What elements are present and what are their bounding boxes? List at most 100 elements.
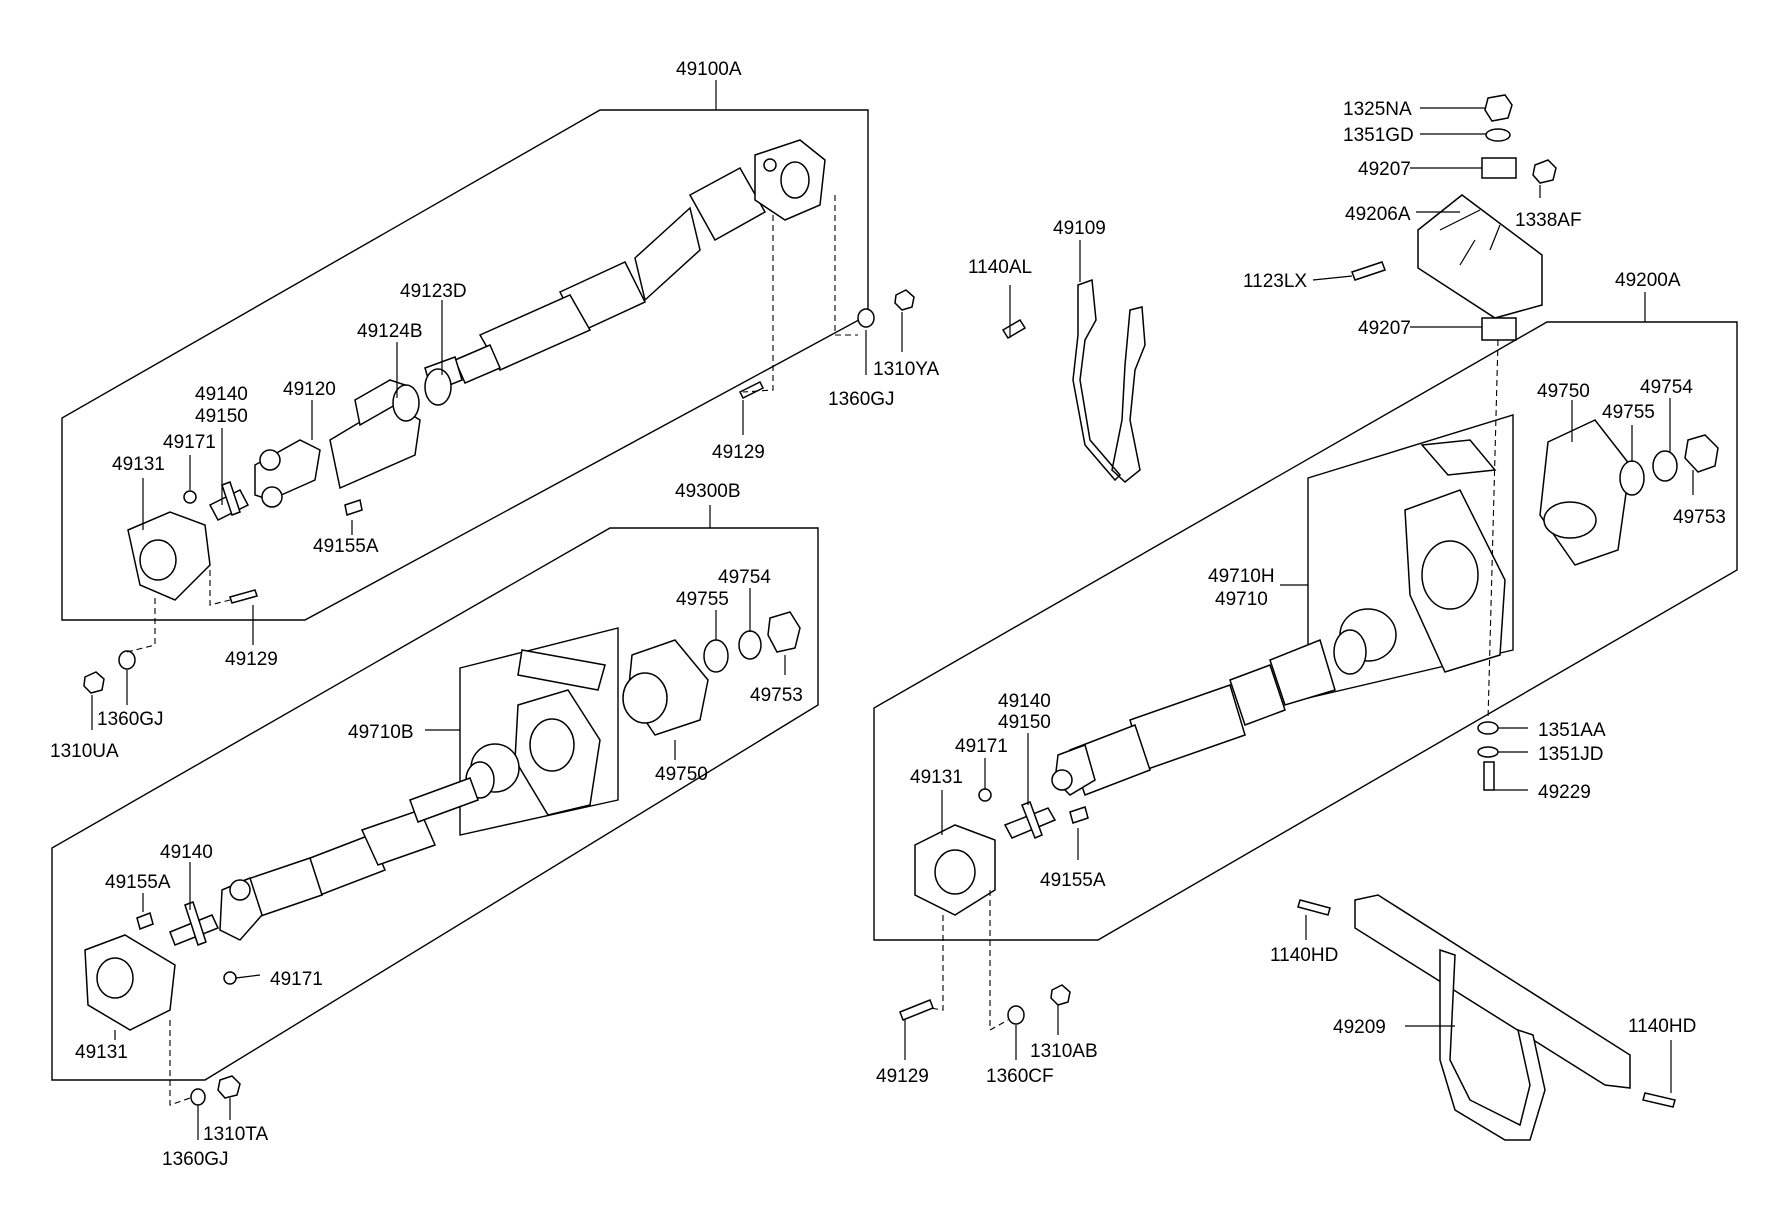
spider-49140-right	[1003, 801, 1057, 839]
label-1360GJ-middle: 1360GJ	[162, 1149, 229, 1170]
label-1140HD-left: 1140HD	[1270, 945, 1338, 966]
label-1310YA: 1310YA	[873, 359, 940, 380]
label-49171-top: 49171	[163, 432, 216, 453]
label-49754-right: 49754	[1640, 377, 1693, 398]
flange-49131-middle	[84, 934, 176, 1031]
label-49120: 49120	[283, 379, 336, 400]
nut-1310YA	[894, 289, 915, 311]
label-49129-top-left: 49129	[225, 649, 278, 670]
slip-yoke-49120	[254, 379, 421, 508]
label-49755-right: 49755	[1602, 402, 1655, 423]
shaft-49100A-tube	[424, 166, 767, 394]
spider-49140-middle	[169, 901, 220, 946]
bolt-49155A-top	[344, 499, 363, 516]
washer-49754-right	[1652, 450, 1678, 482]
washer-1360CF	[1007, 1005, 1025, 1025]
label-49155A-middle: 49155A	[105, 872, 171, 893]
bolt-49229	[1483, 761, 1495, 791]
frame-49200A	[873, 321, 1738, 941]
leader-lines	[91, 80, 1694, 1140]
label-1325NA: 1325NA	[1343, 99, 1412, 120]
label-1360GJ-left: 1360GJ	[97, 709, 164, 730]
bolt-49129-top-b	[738, 380, 765, 400]
clip-49171-right	[978, 788, 992, 802]
bolt-49155A-right	[1069, 806, 1089, 824]
label-49207-bottom: 49207	[1358, 318, 1411, 339]
label-1310AB: 1310AB	[1030, 1041, 1098, 1062]
label-1123LX: 1123LX	[1243, 271, 1307, 292]
bolt-1140AL	[1001, 318, 1027, 340]
label-49171-middle: 49171	[270, 969, 323, 990]
frame-49100A	[61, 109, 869, 621]
part-labels: 49100A 49123D 49124B 49120 49140 49150 4…	[50, 59, 1726, 1170]
label-1140AL: 1140AL	[968, 257, 1032, 278]
yoke-middle	[219, 876, 263, 941]
label-49150-top: 49150	[195, 406, 248, 427]
center-bearing-49710	[1333, 439, 1506, 675]
clip-49171-middle	[223, 971, 237, 985]
label-49753-middle: 49753	[750, 685, 803, 706]
frame-49300B	[51, 527, 819, 1081]
bracket-49109	[1072, 278, 1146, 483]
label-1360GJ-top: 1360GJ	[828, 389, 895, 410]
nut-1325NA	[1484, 94, 1513, 122]
nut-49753-right	[1684, 434, 1719, 473]
label-1351AA: 1351AA	[1538, 720, 1606, 741]
insulator-49207-bottom	[1481, 317, 1517, 341]
washer-49755-middle	[703, 639, 729, 673]
label-1351GD: 1351GD	[1343, 125, 1414, 146]
bolt-1123LX	[1351, 261, 1386, 281]
label-49131-middle: 49131	[75, 1042, 128, 1063]
washer-1351AA	[1477, 721, 1499, 735]
washer-1360GJ-middle	[190, 1088, 206, 1106]
bolt-49155A-middle	[136, 912, 154, 930]
bracket-49209	[1354, 894, 1631, 1141]
label-49754-middle: 49754	[718, 567, 771, 588]
clip-49171-top	[183, 490, 197, 504]
label-49100A: 49100A	[676, 59, 742, 80]
label-49300B: 49300B	[675, 481, 741, 502]
dashed-alignment-lines	[126, 195, 1499, 1106]
label-1310UA: 1310UA	[50, 741, 119, 762]
label-49109: 49109	[1053, 218, 1106, 239]
label-49710: 49710	[1215, 589, 1268, 610]
label-1338AF: 1338AF	[1515, 210, 1582, 231]
label-49131-right: 49131	[910, 767, 963, 788]
label-49131-top: 49131	[112, 454, 165, 475]
bolt-1140HD-b	[1642, 1092, 1676, 1108]
bolt-49129-top-a	[229, 589, 258, 604]
label-1140HD-right: 1140HD	[1628, 1016, 1696, 1037]
washer-1351JD	[1477, 746, 1499, 758]
nut-49753-middle	[767, 611, 801, 653]
label-49171-right: 49171	[955, 736, 1008, 757]
washer-1360GJ-top	[857, 308, 875, 328]
label-49140-top: 49140	[195, 384, 248, 405]
nut-1310TA	[217, 1075, 241, 1099]
label-49140-middle: 49140	[160, 842, 213, 863]
flange-49131-top	[127, 511, 211, 601]
label-49155A-top: 49155A	[313, 536, 379, 557]
label-49755-middle: 49755	[676, 589, 729, 610]
inner-box-49710H	[1307, 414, 1514, 699]
label-49750-middle: 49750	[655, 764, 708, 785]
mount-bracket-49206A	[1417, 194, 1543, 319]
insulator-49207-top	[1481, 157, 1517, 179]
inner-box-49710B	[459, 627, 619, 836]
label-49710B: 49710B	[348, 722, 414, 743]
rings-49123D-49124B	[392, 368, 452, 422]
label-49710H: 49710H	[1208, 566, 1275, 587]
label-49206A: 49206A	[1345, 204, 1411, 225]
shaft-49200A-tube	[1069, 638, 1336, 796]
label-49753-right: 49753	[1673, 507, 1726, 528]
label-49229: 49229	[1538, 782, 1591, 803]
flange-yoke-top	[754, 139, 826, 221]
nut-1338AF	[1532, 159, 1557, 184]
flange-49750-middle	[622, 639, 709, 736]
label-49207-top: 49207	[1358, 159, 1411, 180]
nut-1310UA	[83, 671, 105, 694]
label-1310TA: 1310TA	[203, 1124, 268, 1145]
center-bearing-49710B	[465, 649, 606, 816]
label-49209: 49209	[1333, 1017, 1386, 1038]
label-49155A-right: 49155A	[1040, 870, 1106, 891]
